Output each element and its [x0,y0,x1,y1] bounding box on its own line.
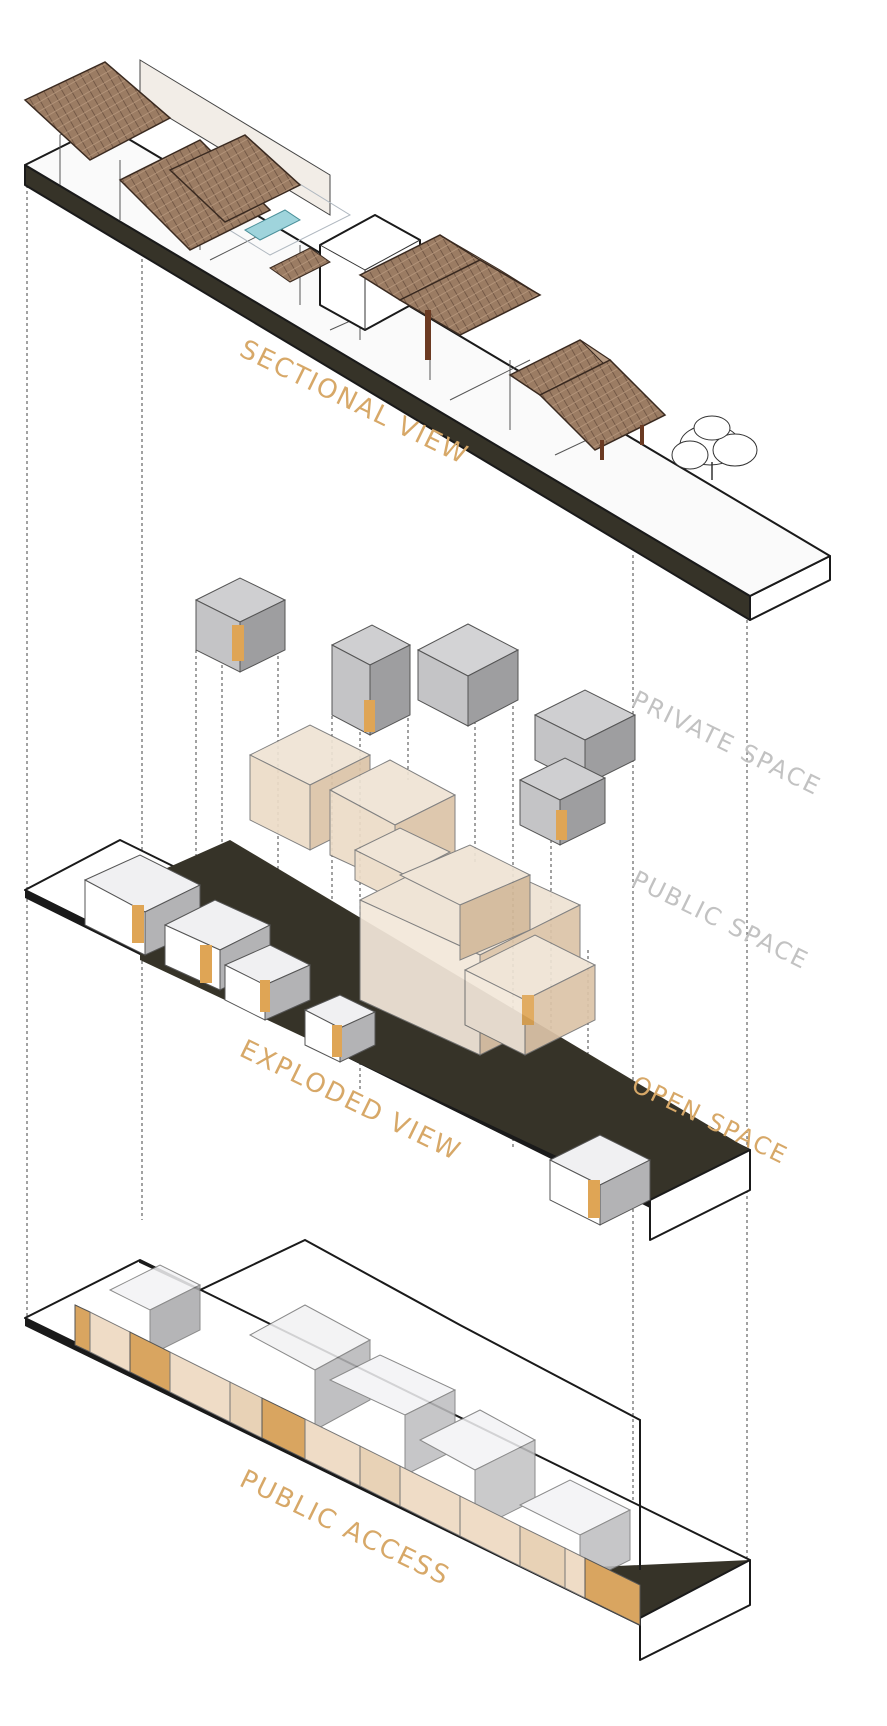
private-space-volumes [194,577,637,846]
exploded-view-model [24,577,751,1241]
public-access-model [24,1238,751,1661]
private-space-label: PRIVATE SPACE [627,685,826,801]
public-space-label: PUBLIC SPACE [627,865,813,975]
public-space-volumes [248,724,597,1056]
open-space-blocks [83,854,652,1226]
public-access-facades [74,1304,641,1626]
tree-icon [671,415,758,480]
sectional-view-model [23,59,831,621]
